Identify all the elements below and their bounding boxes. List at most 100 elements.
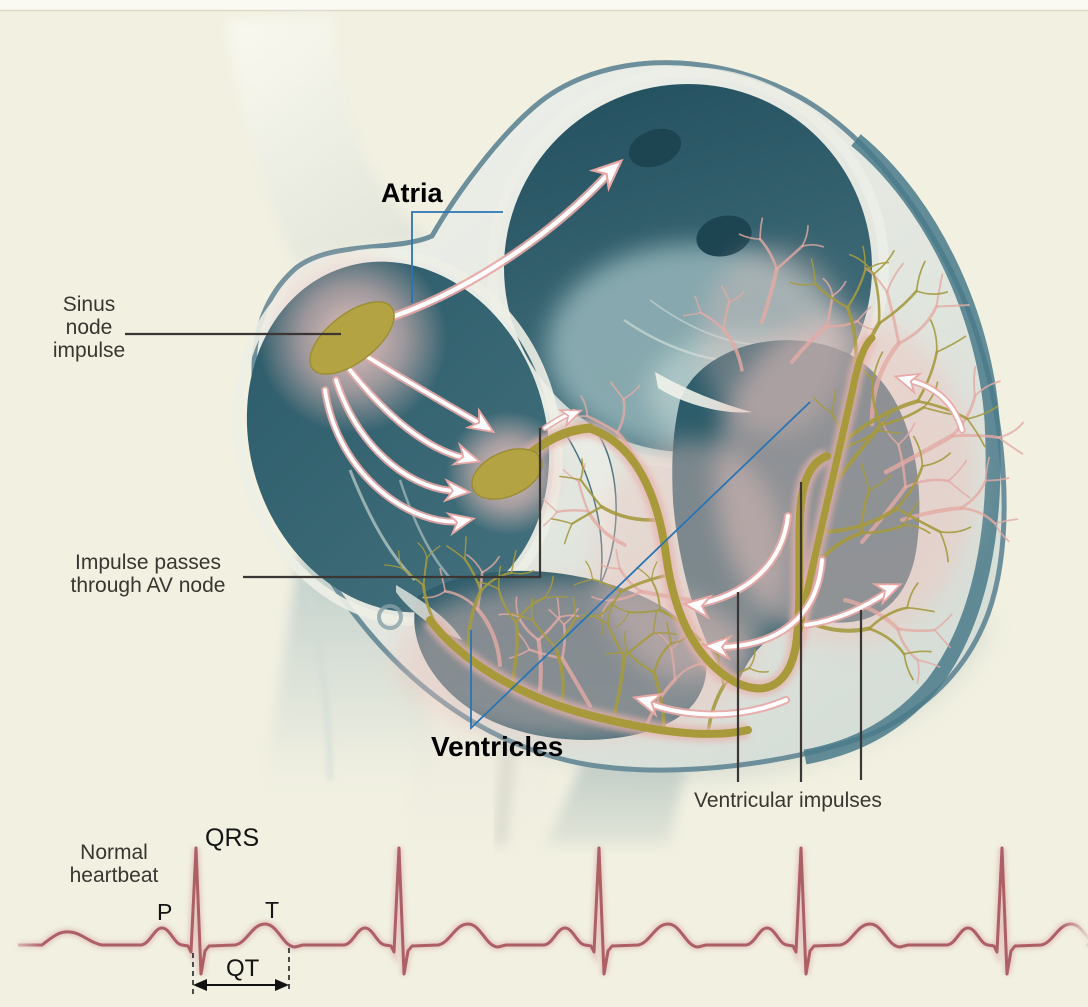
purkinje-branch bbox=[542, 511, 558, 527]
purkinje-branch bbox=[812, 396, 833, 413]
purkinje-branch bbox=[758, 237, 778, 271]
arrow-tail bbox=[334, 378, 461, 493]
purkinje-branch bbox=[543, 596, 569, 599]
purkinje-branch bbox=[903, 653, 914, 681]
purkinje-branch bbox=[536, 638, 543, 692]
purkinje-branch bbox=[537, 615, 561, 642]
purkinje-branch bbox=[618, 567, 642, 593]
purkinje-branch bbox=[748, 648, 756, 669]
purkinje-branch bbox=[550, 518, 573, 525]
purkinje-branch bbox=[570, 505, 603, 525]
purkinje-branch bbox=[872, 351, 884, 381]
impulse-arrows bbox=[321, 158, 966, 719]
purkinje-branch bbox=[904, 478, 950, 489]
purkinje-branch bbox=[464, 536, 467, 560]
purkinje-branch bbox=[573, 578, 594, 586]
purkinje-branch bbox=[950, 433, 1000, 439]
purkinje-branch bbox=[872, 272, 881, 325]
purkinje-branch bbox=[665, 621, 672, 645]
ventricular-impulses-label: Ventricular impulses bbox=[694, 789, 882, 812]
purkinje-branch bbox=[556, 597, 561, 619]
purkinje-branch bbox=[830, 388, 836, 413]
purkinje-branch bbox=[929, 319, 938, 353]
purkinje-branch bbox=[935, 273, 944, 308]
purkinje-branch bbox=[896, 627, 919, 662]
pulmonary-vein-opening bbox=[696, 215, 752, 257]
purkinje-branch bbox=[867, 606, 909, 630]
purkinje-branch bbox=[563, 607, 579, 626]
purkinje-branch bbox=[922, 406, 953, 416]
purkinje-branch bbox=[993, 518, 1019, 525]
purkinje-branch bbox=[615, 397, 626, 434]
impulse-arrow bbox=[631, 692, 791, 719]
purkinje-branch bbox=[481, 555, 500, 574]
coronary-sinus-opening bbox=[377, 604, 403, 630]
purkinje-branch bbox=[935, 304, 971, 308]
purkinje-branch bbox=[599, 614, 604, 635]
purkinje-branch bbox=[562, 469, 580, 483]
purkinje-branch bbox=[559, 475, 582, 481]
purkinje-branch bbox=[579, 478, 603, 508]
purkinje-branch bbox=[897, 305, 938, 345]
purkinje-branch bbox=[916, 399, 969, 421]
purkinje-branch bbox=[984, 477, 1010, 482]
purkinje-branch bbox=[638, 589, 692, 602]
purkinje-branch bbox=[615, 548, 621, 570]
purkinje-branch bbox=[947, 480, 971, 499]
purkinje-branch bbox=[694, 295, 702, 314]
purkinje-branch bbox=[601, 599, 612, 618]
sinus-node-label: Sinus node impulse bbox=[52, 293, 126, 362]
purkinje-branch bbox=[885, 290, 901, 345]
purkinje-branch bbox=[623, 632, 655, 659]
qt-arrowhead-right bbox=[275, 979, 289, 991]
purkinje-branch bbox=[652, 671, 666, 729]
arrowhead bbox=[681, 594, 714, 621]
purkinje-branch bbox=[510, 550, 517, 574]
arrowhead bbox=[557, 409, 584, 428]
sinus-node bbox=[309, 301, 395, 375]
purkinje-branch bbox=[636, 566, 653, 581]
ecg-trace bbox=[18, 846, 1088, 976]
purkinje-branch bbox=[997, 436, 1024, 455]
purkinje-branch bbox=[626, 650, 656, 675]
purkinje-branch bbox=[510, 620, 519, 684]
purkinje-branch bbox=[479, 571, 513, 593]
purkinje-branch bbox=[510, 570, 535, 575]
purkinje-branch bbox=[466, 554, 484, 574]
purkinje-branch bbox=[542, 498, 558, 513]
purkinje-branch bbox=[856, 306, 872, 323]
impulse-arrow bbox=[802, 583, 903, 629]
purkinje-branch bbox=[810, 258, 816, 285]
purkinje-branch bbox=[760, 267, 779, 324]
ventricles-callout-line bbox=[470, 401, 811, 731]
purkinje-branch bbox=[862, 245, 866, 272]
arrow-tail bbox=[691, 513, 791, 608]
arrowhead bbox=[464, 407, 496, 434]
p-wave-label: P bbox=[157, 899, 173, 925]
purkinje-branch bbox=[912, 435, 924, 467]
purkinje-branch bbox=[939, 526, 972, 534]
qt-interval-label: QT bbox=[226, 955, 260, 982]
ventricles-label: Ventricles bbox=[431, 731, 564, 762]
purkinje-branch bbox=[825, 319, 859, 328]
purkinje-branch bbox=[422, 556, 428, 587]
purkinje-branch bbox=[605, 651, 629, 655]
atria-callout-line bbox=[411, 211, 503, 303]
purkinje-branch bbox=[966, 405, 999, 420]
purkinje-branch bbox=[997, 421, 1024, 439]
vessel-highlight bbox=[297, 559, 333, 781]
purkinje-branch bbox=[586, 414, 619, 434]
purkinje-branch bbox=[921, 452, 952, 467]
purkinje-branch bbox=[895, 464, 924, 510]
purkinje-branch bbox=[628, 609, 661, 614]
arrow-tail bbox=[640, 697, 789, 717]
purkinje-branch bbox=[497, 588, 518, 624]
purkinje-branch bbox=[599, 505, 657, 522]
purkinje-branch bbox=[906, 606, 935, 613]
t-wave-label: T bbox=[265, 897, 280, 923]
purkinje-branch bbox=[846, 269, 867, 309]
purkinje-branch bbox=[531, 618, 556, 648]
purkinje-branch bbox=[652, 609, 658, 635]
chordae-streak bbox=[398, 479, 451, 579]
